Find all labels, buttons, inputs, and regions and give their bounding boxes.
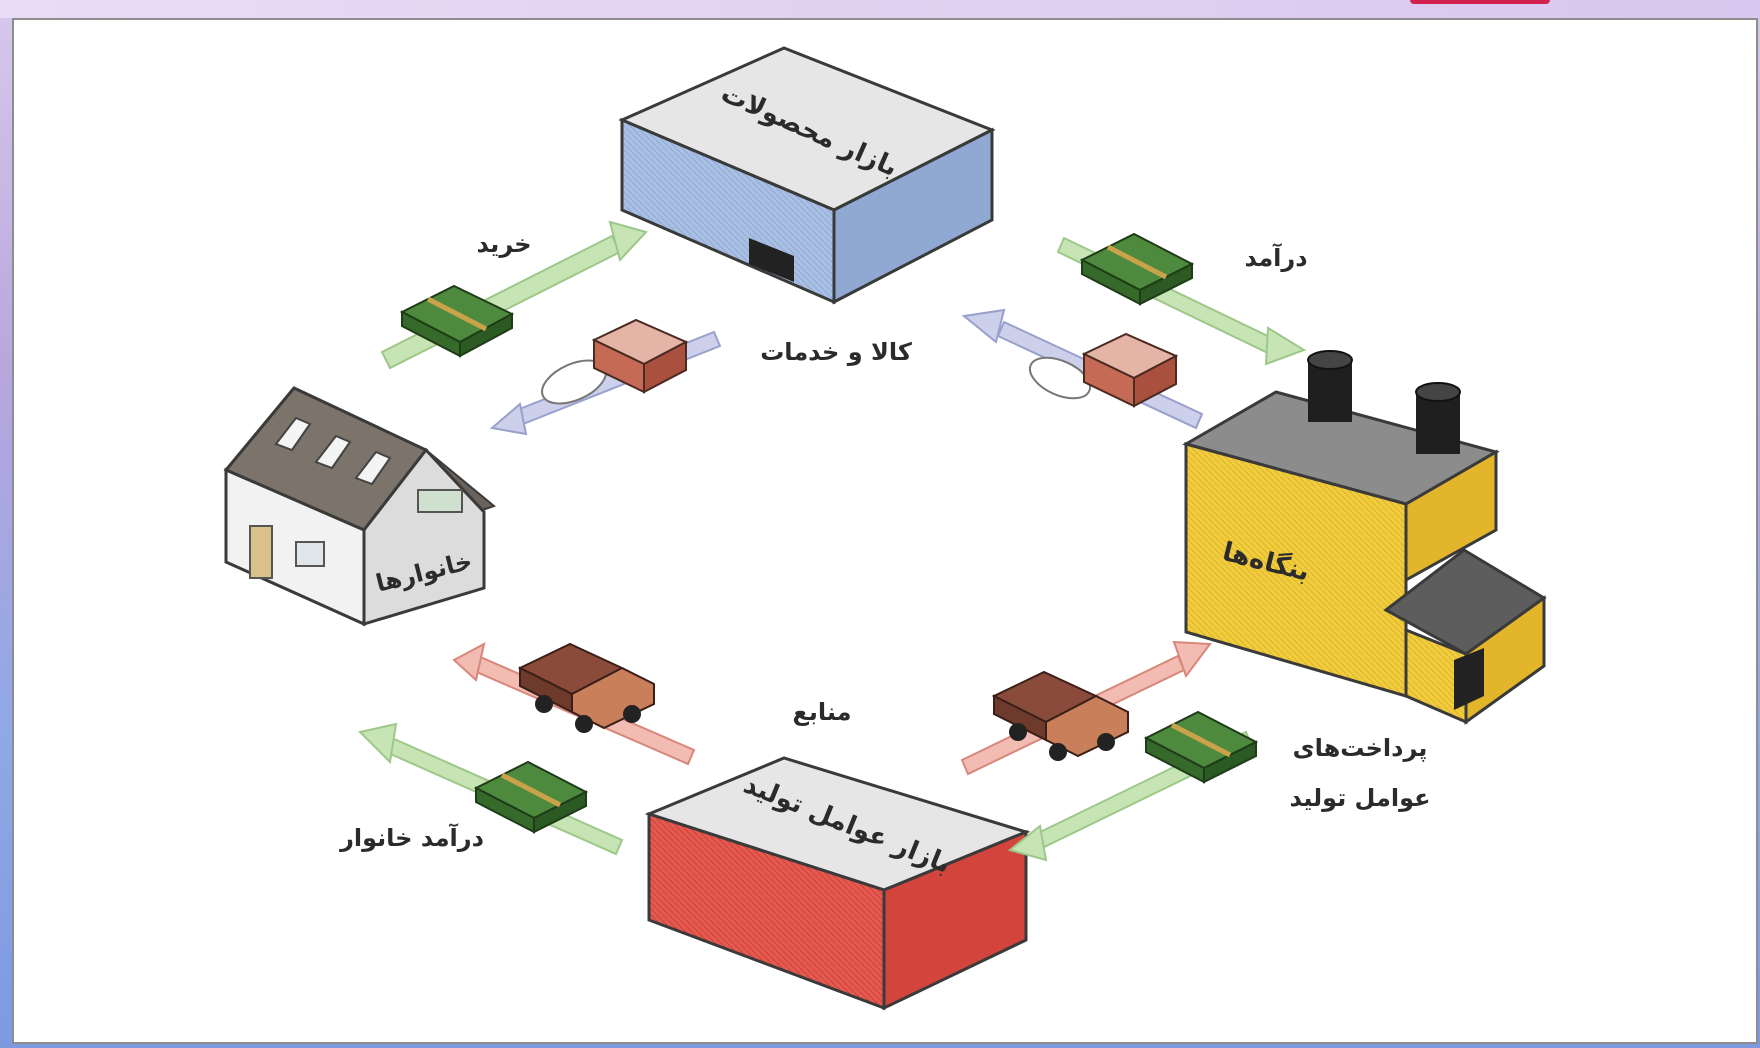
house-side-window bbox=[417, 489, 463, 513]
money-bundle-icon bbox=[1079, 232, 1195, 306]
diagram-frame: بازار محصولات بازار عوامل تولید خانوارها bbox=[12, 18, 1758, 1044]
resources-label: منابع bbox=[792, 698, 851, 726]
money-bundle-icon bbox=[399, 284, 515, 358]
goods-box-icon bbox=[1081, 332, 1179, 408]
money-bundle-icon bbox=[473, 760, 589, 834]
product-market-building: بازار محصولات bbox=[618, 46, 996, 305]
goods-box-icon bbox=[591, 318, 689, 394]
chimney-left bbox=[1307, 350, 1353, 422]
chimney-right bbox=[1415, 382, 1461, 454]
households-house: خانوارها bbox=[223, 386, 497, 627]
product-market-door bbox=[749, 238, 794, 282]
truck-icon bbox=[991, 670, 1129, 761]
truck-icon bbox=[517, 642, 655, 733]
goods-services-label: کالا و خدمات bbox=[760, 338, 912, 366]
house-window bbox=[295, 541, 325, 567]
window-top-bar bbox=[0, 0, 1760, 18]
factor-payments-label-line2: عوامل تولید bbox=[1289, 784, 1430, 812]
factor-payments-label-line1: پرداخت‌های bbox=[1293, 734, 1428, 762]
purchase-label: خرید bbox=[476, 230, 531, 258]
revenue-label: درآمد bbox=[1244, 243, 1307, 272]
house-door bbox=[249, 525, 273, 579]
factory-door bbox=[1454, 648, 1484, 710]
window-accent-tab bbox=[1410, 0, 1550, 4]
firms-factory: بنگاه‌ها bbox=[1182, 350, 1547, 725]
factor-market-building: بازار عوامل تولید bbox=[644, 756, 1031, 1011]
household-income-label: درآمد خانوار bbox=[339, 823, 484, 852]
money-bundle-icon bbox=[1143, 710, 1259, 784]
circular-flow-diagram: بازار محصولات بازار عوامل تولید خانوارها bbox=[223, 46, 1547, 1011]
